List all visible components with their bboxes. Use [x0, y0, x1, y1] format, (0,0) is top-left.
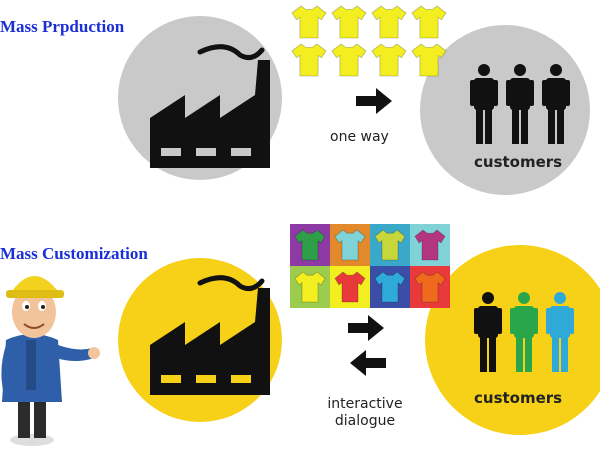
person-icon: [542, 64, 570, 144]
shirt-icon: [334, 271, 366, 303]
shirt-icon: [411, 5, 447, 39]
person-icon: [506, 64, 534, 144]
shirt-icon: [291, 5, 327, 39]
flow-label-one-way: one way: [330, 129, 389, 145]
shirt-icon: [331, 43, 367, 77]
customers-icon-top: [470, 64, 570, 144]
flow-label-interactive-dialogue: interactive dialogue: [327, 396, 403, 429]
uniform-shirts-grid: [291, 5, 447, 77]
factory-icon-bottom: [150, 275, 270, 395]
arrow-left-icon-bottom: [350, 350, 386, 376]
section-title-mass-production: Mass Prpduction: [0, 17, 125, 36]
shirt-icon: [371, 5, 407, 39]
shirt-icon: [414, 271, 446, 303]
shirt-icon: [411, 43, 447, 77]
person-icon: [470, 64, 498, 144]
person-icon: [546, 292, 574, 372]
shirt-icon: [334, 229, 366, 261]
arrow-right-icon-bottom: [348, 315, 384, 341]
shirt-icon: [371, 43, 407, 77]
customers-circle-top: [420, 25, 590, 195]
customers-icon-bottom: [474, 292, 574, 372]
customized-shirts-grid: [290, 224, 450, 308]
shirt-icon: [374, 229, 406, 261]
person-icon: [510, 292, 538, 372]
factory-icon: [150, 44, 270, 168]
shirt-icon: [294, 271, 326, 303]
shirt-icon: [374, 271, 406, 303]
shirt-icon: [414, 229, 446, 261]
construction-worker-illustration: [1, 276, 100, 446]
shirt-icon: [331, 5, 367, 39]
arrow-right-icon: [356, 88, 392, 114]
customers-circle-bottom: [425, 245, 600, 435]
shirt-icon: [291, 43, 327, 77]
customers-label-top: customers: [474, 153, 563, 171]
customers-label-bottom: customers: [474, 389, 563, 407]
section-title-mass-customization: Mass Customization: [0, 244, 148, 263]
shirt-icon: [294, 229, 326, 261]
person-icon: [474, 292, 502, 372]
